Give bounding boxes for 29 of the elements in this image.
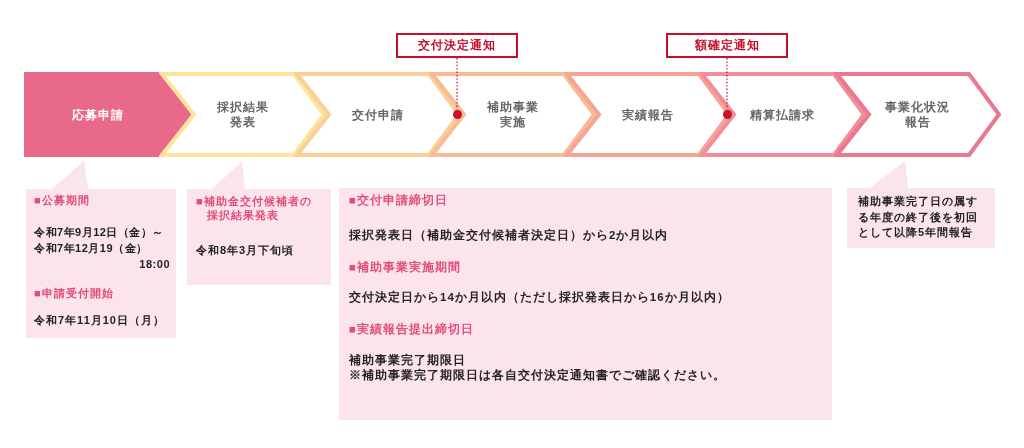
section-heading: ■公募期間 xyxy=(34,193,90,208)
section-heading: ■補助事業実施期間 xyxy=(349,259,461,275)
body-text: 令和8年3月下旬頃 xyxy=(196,243,295,258)
section-heading: ■補助金交付候補者の採択結果発表 xyxy=(196,194,313,222)
chevron-step: 精算払請求 xyxy=(699,72,866,157)
body-text: ※補助事業完了期限日は各自交付決定通知書でご確認ください。 xyxy=(349,367,726,383)
body-text: 採択発表日（補助金交付候補者決定日）から2か月以内 xyxy=(349,227,669,243)
dot-icon xyxy=(722,109,732,119)
callout-box xyxy=(847,161,995,248)
leader-line xyxy=(456,57,458,111)
body-text: 令和7年9月12日（金）～令和7年12月19（金）18:00 xyxy=(34,225,170,272)
chevron-step: 採択結果発表 xyxy=(159,72,326,157)
notice-box: 交付決定通知 xyxy=(396,33,518,58)
body-text: 補助事業完了期限日 xyxy=(349,352,466,368)
notice-box: 額確定通知 xyxy=(666,33,788,58)
callout-box xyxy=(339,188,832,420)
body-text: 補助事業完了日の属する年度の終了後を初回として以降5年間報告 xyxy=(858,194,979,240)
dot-icon xyxy=(452,109,462,119)
section-heading: ■申請受付開始 xyxy=(34,286,114,301)
chevron-step: 応募申請 xyxy=(24,72,191,157)
chevron-step: 事業化状況報告 xyxy=(834,72,1001,157)
chevron-step: 補助事業実施 xyxy=(429,72,596,157)
section-heading: ■実績報告提出締切日 xyxy=(349,321,474,337)
leader-line xyxy=(726,57,728,111)
callout-box xyxy=(26,161,176,338)
section-heading: ■交付申請締切日 xyxy=(349,192,448,208)
callout-box xyxy=(187,161,331,285)
body-text: 令和7年11月10日（月） xyxy=(34,313,165,328)
body-text: 交付決定日から14か月以内（ただし採択発表日から16か月以内） xyxy=(349,289,730,305)
